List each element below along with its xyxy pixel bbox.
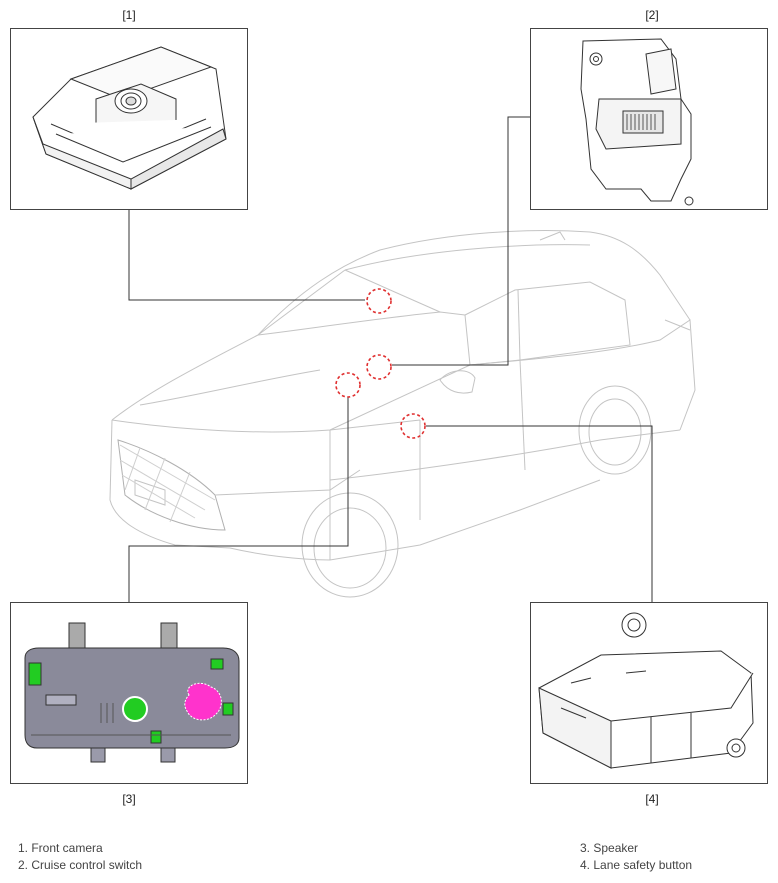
callout-circle-speaker [335,372,361,398]
front-camera-illustration [32,46,227,190]
lane-button-illustration [538,612,754,769]
caption-3: 3. Speaker [580,841,639,855]
panel-lane-safety-button [530,602,768,784]
cruise-switch-illustration [580,38,694,206]
panel-speaker [10,602,248,784]
panel-front-camera [10,28,248,210]
callout-circle-camera [366,288,392,314]
caption-1: 1. Front camera [18,841,103,855]
panel-marker-3: [3] [122,792,136,806]
panel-marker-4: [4] [645,792,659,806]
leader-lines [128,116,653,602]
panel-marker-2: [2] [645,8,659,22]
car-outline [109,230,696,598]
caption-4: 4. Lane safety button [580,858,693,872]
callout-circle-cruise [366,354,392,380]
panel-marker-1: [1] [122,8,136,22]
speaker-board-illustration [24,622,240,763]
caption-2: 2. Cruise control switch [18,858,143,872]
callout-circles [335,288,426,439]
panel-cruise-control-switch [530,28,768,210]
callout-circle-lane-button [400,413,426,439]
